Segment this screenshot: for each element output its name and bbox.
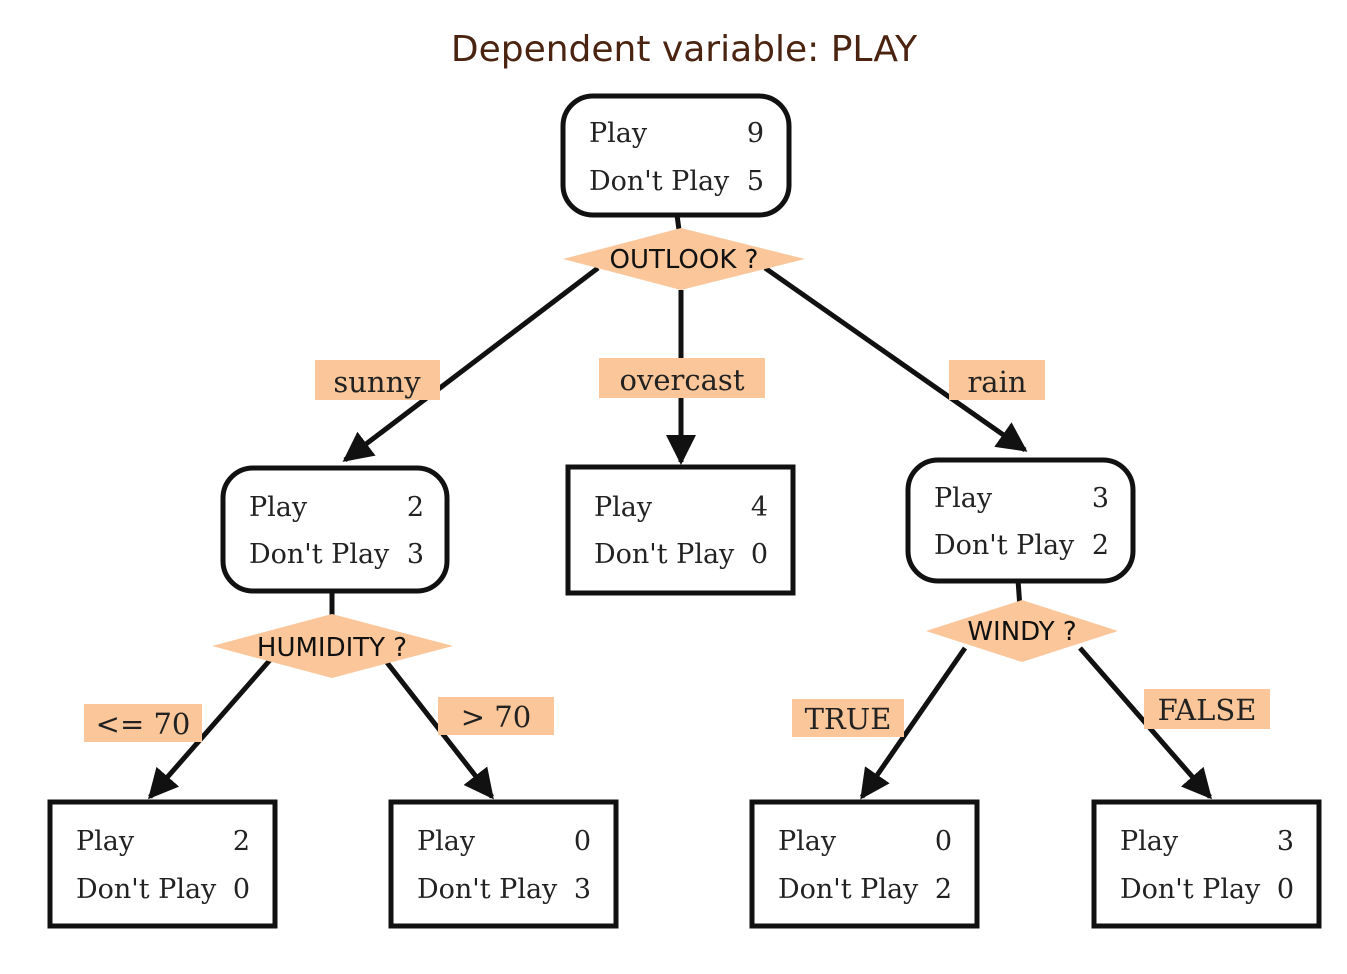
node-humidity-high-play-label: Play: [417, 826, 476, 857]
node-windy-false-play-label: Play: [1120, 826, 1179, 857]
condition-outlook-label: OUTLOOK ?: [610, 245, 759, 275]
node-humidity-high-dontplay-label: Don't Play: [417, 874, 558, 905]
node-windy-true: Play 0 Don't Play 2: [749, 799, 980, 929]
node-windy-true-play-value: 0: [935, 826, 952, 857]
condition-windy-label: WINDY ?: [967, 617, 1076, 647]
edge-humidity-le70: [148, 658, 272, 800]
edge-label-le70-text: <= 70: [96, 707, 191, 741]
condition-windy: WINDY ?: [926, 600, 1118, 662]
node-sunny-play-label: Play: [249, 492, 308, 523]
node-humidity-low-play-label: Play: [76, 826, 135, 857]
edge-label-sunny-text: sunny: [333, 365, 421, 399]
node-sunny-play-value: 2: [407, 492, 424, 523]
node-sunny-dontplay-label: Don't Play: [249, 539, 390, 570]
node-sunny-dontplay-value: 3: [407, 539, 424, 570]
node-overcast-dontplay-label: Don't Play: [594, 539, 735, 570]
node-rain-dontplay-label: Don't Play: [934, 530, 1075, 561]
node-windy-false-play-value: 3: [1277, 826, 1294, 857]
edge-outlook-sunny: [342, 266, 600, 462]
node-sunny: Play 2 Don't Play 3: [220, 465, 450, 594]
node-humidity-low-play-value: 2: [233, 826, 250, 857]
edges: [148, 214, 1212, 800]
node-root-dontplay-label: Don't Play: [589, 166, 730, 197]
node-rain-play-label: Play: [934, 483, 993, 514]
node-windy-true-dontplay-value: 2: [935, 874, 952, 905]
node-root-play-value: 9: [747, 118, 764, 149]
node-root-dontplay-value: 5: [747, 166, 764, 197]
condition-humidity: HUMIDITY ?: [212, 614, 453, 678]
edge-outlook-rain: [763, 265, 1028, 453]
edge-label-gt70-text: > 70: [461, 700, 531, 734]
edge-label-gt70: > 70: [438, 697, 554, 735]
node-overcast-dontplay-value: 0: [751, 539, 768, 570]
node-rain-dontplay-value: 2: [1092, 530, 1109, 561]
node-humidity-high: Play 0 Don't Play 3: [388, 799, 619, 929]
node-humidity-low-dontplay-value: 0: [233, 874, 250, 905]
edge-label-false: FALSE: [1144, 689, 1270, 729]
node-humidity-low-dontplay-label: Don't Play: [76, 874, 217, 905]
node-overcast-play-value: 4: [751, 492, 768, 523]
condition-humidity-label: HUMIDITY ?: [257, 633, 407, 663]
edge-label-false-text: FALSE: [1158, 693, 1257, 727]
node-windy-true-play-label: Play: [778, 826, 837, 857]
node-root-play-label: Play: [589, 118, 648, 149]
node-windy-false-dontplay-label: Don't Play: [1120, 874, 1261, 905]
condition-outlook: OUTLOOK ?: [563, 228, 805, 290]
node-windy-false: Play 3 Don't Play 0: [1091, 799, 1322, 929]
edge-label-true-text: TRUE: [805, 702, 892, 736]
edge-label-overcast: overcast: [599, 358, 765, 398]
edge-label-true: TRUE: [792, 699, 904, 737]
node-humidity-low: Play 2 Don't Play 0: [47, 799, 278, 929]
diagram-title: Dependent variable: PLAY: [451, 29, 918, 70]
edge-label-rain-text: rain: [967, 365, 1026, 399]
edge-label-rain: rain: [949, 360, 1045, 400]
node-overcast-play-label: Play: [594, 492, 653, 523]
edge-windy-true: [859, 646, 968, 800]
node-windy-false-dontplay-value: 0: [1277, 874, 1294, 905]
edge-label-overcast-text: overcast: [620, 363, 745, 397]
node-overcast: Play 4 Don't Play 0: [565, 464, 796, 596]
node-humidity-high-dontplay-value: 3: [574, 874, 591, 905]
node-humidity-high-play-value: 0: [574, 826, 591, 857]
node-root: Play 9 Don't Play 5: [560, 93, 792, 218]
node-windy-true-dontplay-label: Don't Play: [778, 874, 919, 905]
node-rain: Play 3 Don't Play 2: [905, 457, 1136, 584]
edge-label-le70: <= 70: [84, 704, 202, 742]
node-rain-play-value: 3: [1092, 483, 1109, 514]
edge-label-sunny: sunny: [315, 360, 440, 400]
